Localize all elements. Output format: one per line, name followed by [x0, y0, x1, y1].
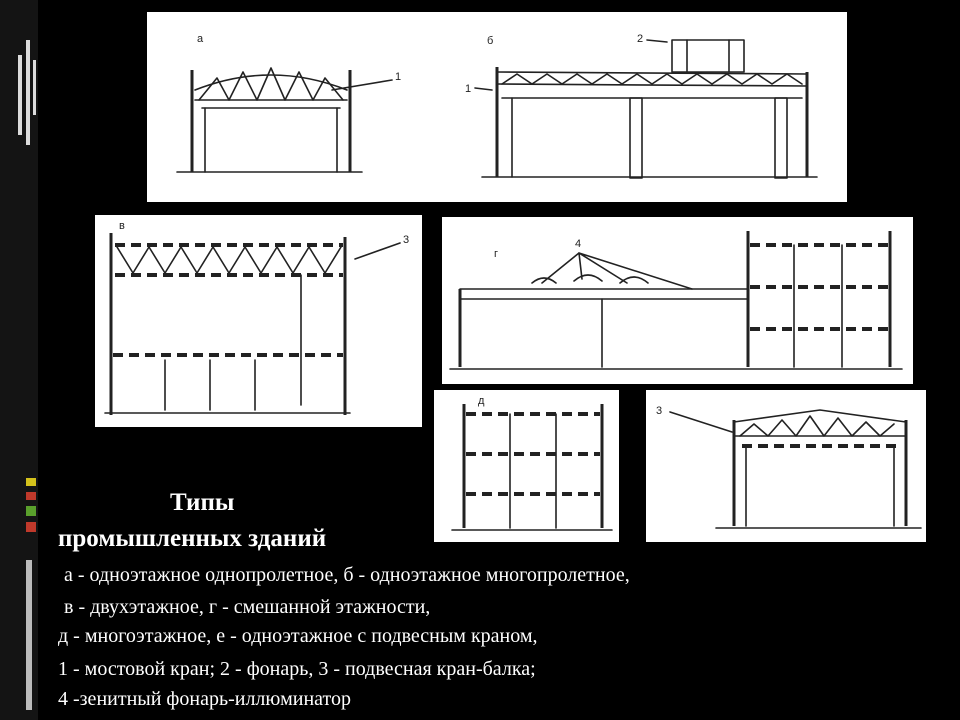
callout-1: 1 [395, 71, 401, 83]
caption-line-2: в - двухэтажное, г - смешанной этажности… [64, 596, 431, 618]
drawing-two-storey: в 3 [95, 215, 422, 427]
slide-title-line2: промышленных зданий [58, 525, 327, 552]
accent-bar-red [26, 522, 36, 532]
section-drawing-d: д [451, 395, 613, 531]
caption-line-1: а - одноэтажное однопролетное, б - одноэ… [64, 564, 630, 586]
section-drawing-v: в 3 [104, 220, 409, 415]
drawing-mixed-height: г 4 [442, 217, 913, 384]
accent-bar-yellow [26, 478, 36, 486]
callout-3e: 3 [656, 405, 662, 417]
section-drawing-a-b: а 1 б 2 1 [176, 33, 818, 179]
drawing-letter-a: а [197, 33, 204, 45]
caption-line-5: 4 -зенитный фонарь-иллюминатор [58, 688, 351, 710]
caption-line-4: 1 - мостовой кран; 2 - фонарь, 3 - подве… [58, 658, 536, 680]
accent-bar-white [33, 60, 36, 115]
accent-bar-green [26, 506, 36, 516]
drawing-letter-d: д [478, 395, 485, 407]
callout-1b: 1 [465, 83, 471, 95]
callout-3: 3 [403, 234, 409, 246]
drawing-letter-b: б [487, 35, 493, 47]
accent-bar-red [26, 492, 36, 500]
accent-bar-white [26, 40, 30, 145]
drawing-multi-storey: д [434, 390, 619, 542]
drawing-suspended-crane: 3 [646, 390, 926, 542]
caption-line-3: д - многоэтажное, е - одноэтажное с подв… [58, 625, 538, 647]
accent-bar-white [26, 560, 32, 710]
section-drawing-e: 3 [656, 405, 922, 529]
callout-2: 2 [637, 33, 643, 45]
drawing-letter-v: в [119, 220, 125, 232]
drawing-letter-g: г [494, 248, 498, 260]
section-drawing-g: г 4 [449, 231, 903, 370]
slide-title-line1: Типы [170, 489, 235, 516]
drawing-single-storey: а 1 б 2 1 [147, 12, 847, 202]
accent-bar-white [18, 55, 22, 135]
callout-4: 4 [575, 238, 581, 250]
